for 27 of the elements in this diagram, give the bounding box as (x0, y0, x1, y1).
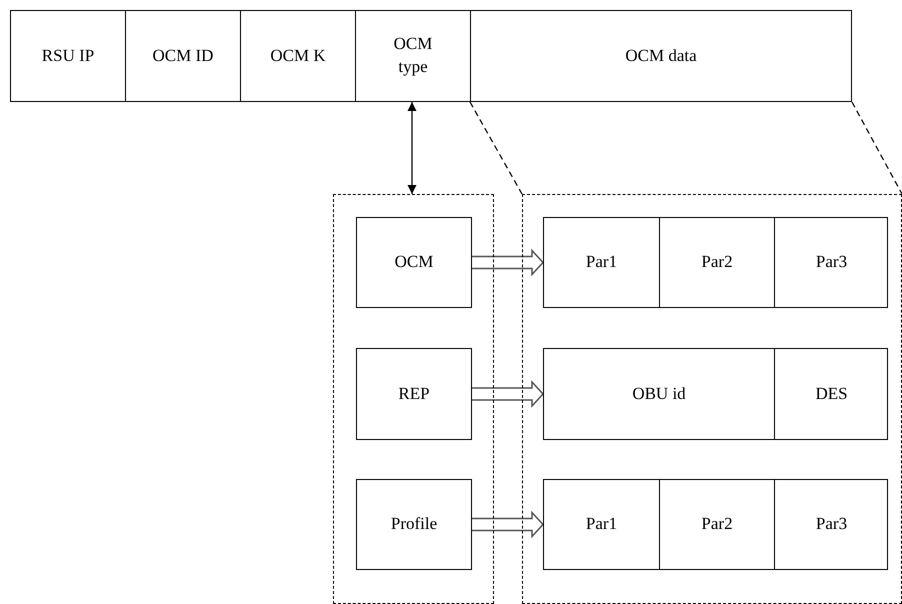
field-cell: Par1 (544, 480, 659, 569)
field-cell: Par3 (774, 218, 888, 307)
field-cell: Par1 (544, 218, 659, 307)
block-arrow (471, 380, 544, 408)
dashed-group-frame (522, 194, 902, 604)
double-arrow (408, 102, 416, 194)
field-row-box (543, 479, 888, 570)
field-cell: Par3 (774, 480, 888, 569)
field-box: OCM data (470, 10, 852, 102)
field-box: RSU IP (10, 10, 126, 102)
field-cell: OBU id (544, 349, 774, 439)
dashed-expansion-line (851, 102, 902, 194)
field-cell: DES (774, 349, 888, 439)
field-cell: Par2 (659, 218, 774, 307)
block-arrow (471, 510, 544, 538)
field-box: Profile (356, 479, 472, 570)
field-box: REP (356, 348, 472, 440)
field-cell: Par2 (659, 480, 774, 569)
field-row-box (543, 217, 888, 308)
dashed-expansion-line (469, 102, 523, 194)
field-box: OCM K (240, 10, 356, 102)
field-box: OCM ID (125, 10, 241, 102)
dashed-group-frame (333, 194, 494, 604)
field-box: OCM type (355, 10, 471, 102)
block-arrow (471, 248, 544, 276)
field-box: OCM (356, 217, 472, 308)
field-row-box (543, 348, 888, 440)
